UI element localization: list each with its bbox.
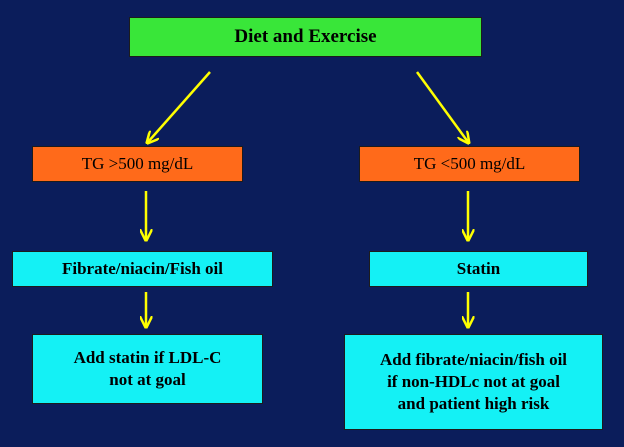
diet-and-exercise-box: Diet and Exercise: [129, 17, 482, 57]
right-add-line: and patient high risk: [397, 394, 550, 413]
left-treatment-label: Fibrate/niacin/Fish oil: [61, 259, 224, 278]
right-treatment-label: Statin: [456, 259, 501, 278]
tg-high-label: TG >500 mg/dL: [81, 154, 194, 173]
tg-low-box: TG <500 mg/dL: [359, 146, 580, 182]
tg-low-label: TG <500 mg/dL: [413, 154, 526, 173]
arrow-start-to-tg-low: [415, 71, 468, 142]
arrow-start-to-tg-high: [148, 71, 211, 142]
right-treatment-box: Statin: [369, 251, 588, 287]
left-add-line: Add statin if LDL-C: [73, 348, 222, 367]
left-add-therapy-box: Add statin if LDL-C not at goal: [32, 334, 263, 404]
diet-and-exercise-label: Diet and Exercise: [234, 26, 377, 47]
left-add-line: not at goal: [109, 370, 186, 389]
left-treatment-box: Fibrate/niacin/Fish oil: [12, 251, 273, 287]
tg-high-box: TG >500 mg/dL: [32, 146, 243, 182]
right-add-line: if non-HDLc not at goal: [387, 372, 560, 391]
right-add-therapy-box: Add fibrate/niacin/fish oil if non-HDLc …: [344, 334, 603, 430]
right-add-line: Add fibrate/niacin/fish oil: [379, 350, 568, 369]
